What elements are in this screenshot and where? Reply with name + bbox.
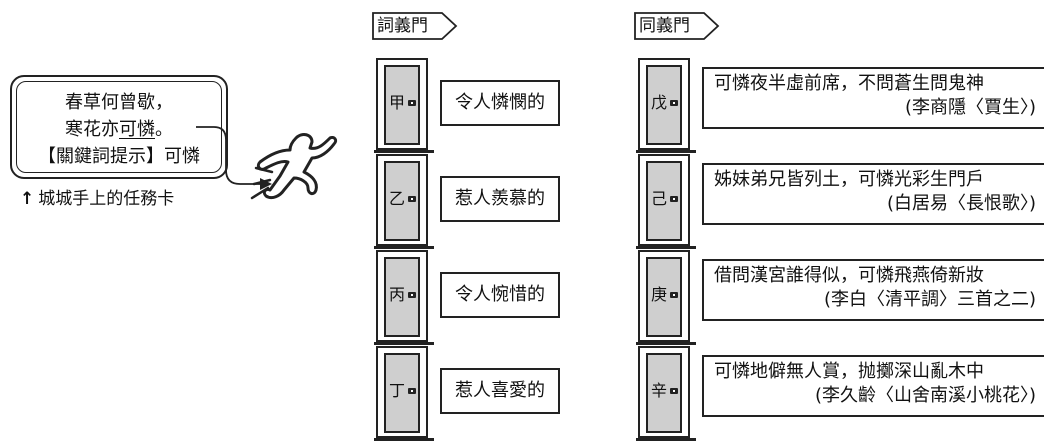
door-icon[interactable]: 辛: [636, 346, 696, 441]
door-knob-icon: [670, 388, 678, 394]
door-knob-icon: [670, 292, 678, 298]
door-panel: 己: [646, 161, 682, 241]
task-line-2-pre: 寒花亦: [65, 119, 119, 140]
door-icon[interactable]: 庚: [636, 250, 696, 345]
verse-text: 可憐地僻無人賞，抛擲深山亂木中: [714, 361, 984, 382]
task-card-inner: 春草何曾歇， 寒花亦可憐。 【關鍵詞提示】可憐: [16, 81, 222, 173]
verse-source: (李白〈清平調〉三首之二): [823, 289, 1036, 310]
door-mark: 辛: [651, 381, 668, 400]
door-icon[interactable]: 乙: [374, 154, 434, 249]
door-mark: 甲: [389, 93, 406, 112]
door-knob-icon: [670, 100, 678, 106]
tab-left-section: 詞義門: [372, 12, 458, 40]
verse-source: (李久齡〈山舍南溪小桃花〉): [814, 385, 1036, 406]
door-sill: [636, 246, 696, 249]
task-line-2: 寒花亦可憐。: [17, 116, 221, 143]
tab-right-section: 同義門: [634, 12, 720, 40]
verse-label: 可憐夜半虛前席，不問蒼生問鬼神 (李商隱〈賈生〉): [702, 67, 1044, 129]
door-knob-icon: [670, 196, 678, 202]
door-icon[interactable]: 甲: [374, 58, 434, 153]
door-knob-icon: [408, 388, 416, 394]
door-panel: 庚: [646, 257, 682, 337]
verse-label: 姊妹弟兄皆列土，可憐光彩生門戶 (白居易〈長恨歌〉): [702, 163, 1044, 225]
door-mark: 戊: [651, 93, 668, 112]
door-knob-icon: [408, 196, 416, 202]
task-line-2-post: 。: [155, 119, 173, 140]
door-icon[interactable]: 丙: [374, 250, 434, 345]
door-icon[interactable]: 己: [636, 154, 696, 249]
verse-label: 借問漢宮誰得似，可憐飛燕倚新妝 (李白〈清平調〉三首之二): [702, 259, 1044, 321]
tab-left-label: 詞義門: [377, 16, 428, 36]
tab-left-shape: [372, 12, 458, 40]
door-sill: [636, 150, 696, 153]
meaning-label: 令人憐憫的: [440, 80, 560, 126]
running-person-icon: [250, 133, 338, 200]
meaning-label: 惹人喜愛的: [440, 368, 560, 414]
verse-source: (白居易〈長恨歌〉): [886, 193, 1036, 214]
meaning-label: 令人惋惜的: [440, 272, 560, 318]
meaning-label: 惹人羨慕的: [440, 176, 560, 222]
verse-text: 可憐夜半虛前席，不問蒼生問鬼神: [714, 73, 984, 94]
door-knob-icon: [408, 100, 416, 106]
door-mark: 乙: [389, 189, 406, 208]
up-arrow-icon: ↑: [20, 189, 35, 209]
door-mark: 丙: [389, 285, 406, 304]
door-panel: 丁: [384, 353, 420, 433]
door-icon[interactable]: 丁: [374, 346, 434, 441]
task-card-caption: ↑城城手上的任務卡: [20, 188, 174, 210]
verse-source: (李商隱〈賈生〉): [904, 97, 1036, 118]
verse-text: 借問漢宮誰得似，可憐飛燕倚新妝: [714, 265, 984, 286]
door-icon[interactable]: 戊: [636, 58, 696, 153]
door-knob-icon: [408, 292, 416, 298]
door-sill: [374, 246, 434, 249]
task-keyword: 可憐: [119, 119, 155, 140]
task-line-3: 【關鍵詞提示】可憐: [38, 146, 200, 167]
verse-text: 姊妹弟兄皆列土，可憐光彩生門戶: [714, 169, 984, 190]
tab-right-label: 同義門: [639, 16, 690, 36]
task-line-1: 春草何曾歇，: [65, 92, 173, 113]
door-sill: [636, 342, 696, 345]
caption-text: 城城手上的任務卡: [38, 189, 175, 209]
door-panel: 辛: [646, 353, 682, 433]
task-card: 春草何曾歇， 寒花亦可憐。 【關鍵詞提示】可憐: [10, 75, 228, 179]
door-panel: 乙: [384, 161, 420, 241]
door-mark: 己: [651, 189, 668, 208]
door-panel: 甲: [384, 65, 420, 145]
verse-label: 可憐地僻無人賞，抛擲深山亂木中 (李久齡〈山舍南溪小桃花〉): [702, 355, 1044, 417]
door-mark: 丁: [389, 381, 406, 400]
tab-right-shape: [634, 12, 720, 40]
door-panel: 丙: [384, 257, 420, 337]
door-panel: 戊: [646, 65, 682, 145]
door-sill: [374, 150, 434, 153]
door-sill: [374, 342, 434, 345]
door-mark: 庚: [651, 285, 668, 304]
